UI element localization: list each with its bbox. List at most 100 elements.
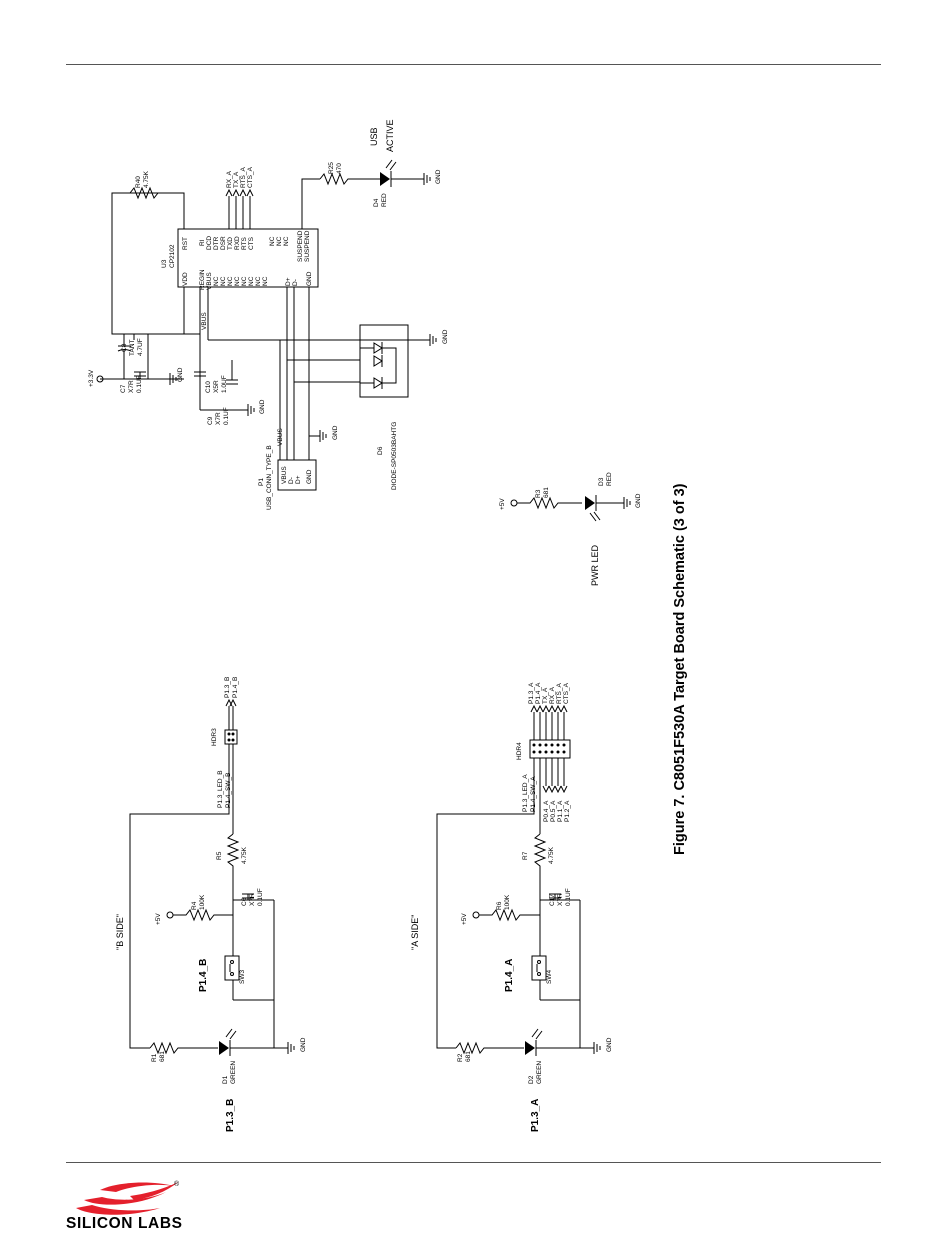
- hdr4-ref: HDR4: [516, 742, 523, 760]
- sw4-body: [531, 955, 547, 981]
- hdr4-net-in: P0.4_A: [543, 800, 550, 822]
- d2-label: P1.3_A: [530, 1099, 541, 1132]
- r7-value: 4.75K: [548, 846, 555, 864]
- c9-value: 0.1UF: [223, 407, 230, 425]
- u3-pin-label: SUSPEND: [297, 230, 304, 262]
- hdr4-net-out: TX_A: [542, 687, 549, 704]
- p1-part: USB_CONN_TYPE_B: [266, 445, 273, 510]
- u3-pin-label: VBUS: [206, 272, 213, 290]
- gnd-label: GND: [442, 329, 449, 344]
- hdr4-body: [529, 739, 571, 759]
- sw3-ref: SW3: [239, 970, 246, 984]
- p1-pin: D+: [295, 475, 302, 484]
- pwr-led-label: PWR LED: [590, 544, 600, 586]
- u3-pin-label: NC: [234, 276, 241, 286]
- d1-label: P1.3_B: [225, 1099, 236, 1132]
- hdr3-net-in: P1.3_LED_B: [217, 770, 224, 808]
- c10-ref: C10: [205, 381, 212, 393]
- d6-part: DIODE-SP0503BAHTG: [391, 422, 398, 490]
- c6-value: 0.1UF: [257, 888, 264, 906]
- hdr3-net-out: P1.4_B: [232, 677, 239, 698]
- sw4-ref: SW4: [546, 970, 553, 984]
- b-side-title: "B SIDE": [115, 914, 125, 950]
- net-label: CTS_A: [247, 166, 254, 188]
- u3-pin-label: GND: [306, 271, 313, 286]
- u3-pin-label: RTS: [241, 236, 248, 250]
- c7-type: X7R: [128, 380, 135, 393]
- u3-pin-label: REGIN: [199, 269, 206, 290]
- d6-tvs-array: D6 DIODE-SP0503BAHTG GND: [359, 324, 449, 490]
- r3-value: 681: [543, 487, 550, 498]
- d2-color: GREEN: [536, 1061, 543, 1084]
- r4-ref: R4: [191, 901, 198, 910]
- c9-c10-capacitors: C9 X7R 0.1UF C10 X5R 1.0UF GND: [194, 360, 266, 425]
- u3-pin-label: DTR: [213, 236, 220, 250]
- gnd-label: GND: [259, 399, 266, 414]
- r5-ref: R5: [216, 851, 223, 860]
- silicon-labs-logo: ® SILICON LABS: [66, 1178, 186, 1238]
- c8-ref: C8: [121, 343, 128, 352]
- d4-label-active: ACTIVE: [385, 119, 395, 152]
- u3-serial-nets: RX_A TX_A RTS_A CTS_A: [225, 166, 254, 229]
- d2-ref: D2: [528, 1075, 535, 1084]
- hdr4-net-out: RX_A: [549, 686, 556, 704]
- header-rule: [66, 64, 881, 65]
- u3-pin-label: SUSPEND: [304, 230, 311, 262]
- hdr4-net-out: CTS_A: [563, 682, 570, 704]
- u3-pin-label: NC: [248, 276, 255, 286]
- u3-pin-label: CTS: [248, 236, 255, 250]
- c7-ref: C7: [120, 384, 127, 393]
- net-label: RTS_A: [240, 167, 247, 188]
- hdr3-ref: HDR3: [211, 728, 218, 746]
- u3-body: [177, 228, 319, 288]
- u3-pin-label: NC: [241, 276, 248, 286]
- figure-caption: Figure 7. C8051F530A Target Board Schema…: [672, 483, 688, 855]
- r25-value: 470: [336, 163, 343, 174]
- b-supply-label: +5V: [155, 913, 162, 925]
- pwr-led-section: +5V R3 681 D3 RED PWR LED GND: [499, 472, 642, 586]
- gnd-label: GND: [435, 169, 442, 184]
- a-side-title: "A SIDE": [410, 915, 420, 950]
- c17-ref: C17: [549, 894, 556, 906]
- r7-ref: R7: [522, 851, 529, 860]
- hdr4-net-out: RTS_A: [556, 683, 563, 704]
- r25-resistor: R25 470: [319, 162, 368, 186]
- c9-type: X7R: [215, 412, 222, 425]
- r2-ref: R2: [457, 1053, 464, 1062]
- pwr-supply-label: +5V: [499, 498, 506, 510]
- u3-pin-label: RI: [199, 239, 206, 246]
- d4-label-usb: USB: [369, 127, 379, 146]
- silicon-labs-swoosh-icon: ®: [76, 1180, 180, 1215]
- a-supply-label: +5V: [461, 913, 468, 925]
- p1-pin: VBUS: [281, 466, 288, 484]
- d1-ref: D1: [222, 1075, 229, 1084]
- u3-pin-label: RST: [182, 237, 189, 250]
- registered-mark: ®: [174, 1180, 180, 1188]
- d4-ref: D4: [373, 198, 380, 207]
- c17-value: 0.1UF: [565, 888, 572, 906]
- d6-ref: D6: [377, 446, 384, 455]
- sw4-label: P1.4_A: [504, 959, 515, 992]
- u3-pin-label: NC: [269, 236, 276, 246]
- gnd-label: GND: [300, 1037, 307, 1052]
- r6-value: 100K: [504, 894, 511, 910]
- r6-ref: R6: [496, 901, 503, 910]
- r40-resistor: R40 4.75K: [129, 170, 159, 200]
- u3-part: CP2102: [169, 244, 176, 268]
- u3-pin-label: NC: [227, 276, 234, 286]
- vbus-label: VBUS: [201, 312, 208, 330]
- c7-value: 0.1UF: [136, 375, 143, 393]
- r1-ref: R1: [151, 1053, 158, 1062]
- d3-ref: D3: [598, 477, 605, 486]
- hdr4-net-out: P1.3_A: [528, 682, 535, 704]
- supply-3v3: +3.3V: [88, 369, 104, 387]
- d4-led: D4 RED USB ACTIVE GND: [368, 119, 442, 207]
- c7-capacitor: C7 X7R 0.1UF GND: [120, 367, 184, 393]
- hdr4-net-out: P1.4_A: [535, 682, 542, 704]
- r4-value: 100K: [199, 894, 206, 910]
- r1-value: 681: [159, 1051, 166, 1062]
- u3-left-pins: RST RI DCD DTR DSR TXD RXD RTS CTS: [182, 236, 255, 250]
- u3-pin-label: VDD: [182, 272, 189, 286]
- u3-pin-label: NC: [276, 236, 283, 246]
